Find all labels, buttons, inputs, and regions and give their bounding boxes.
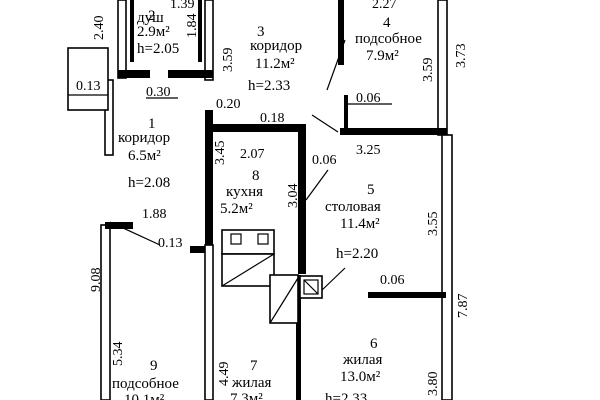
room2-area: 2.9м² [137, 24, 170, 40]
dim-373: 3.73 [454, 44, 469, 69]
room1-area: 6.5м² [128, 148, 161, 164]
dim-345: 3.45 [213, 141, 228, 166]
wall-room4-right [437, 0, 448, 136]
room2-height: h=2.05 [137, 41, 179, 57]
wall-shower-inner [130, 0, 134, 62]
dim-787: 7.87 [456, 294, 471, 319]
room6-number: 6 [370, 336, 378, 352]
dim-355: 3.55 [426, 212, 441, 237]
wall-shower-left [117, 0, 127, 79]
wall-shower-inner2 [198, 0, 202, 62]
window-left-upper [67, 47, 109, 111]
dim-207: 2.07 [240, 147, 265, 162]
dim-018: 0.18 [260, 111, 285, 126]
room4-number: 4 [383, 15, 391, 31]
room6-area: 13.0м² [340, 369, 381, 385]
wall-room7-left [204, 244, 214, 400]
dim-240: 2.40 [92, 16, 107, 41]
room7-number: 7 [250, 358, 258, 374]
wall-shower-bottom-right [168, 70, 213, 78]
door-swing-1 [326, 39, 346, 91]
dim-359a: 3.59 [221, 48, 236, 73]
room7-area: 7.3м² [230, 391, 263, 400]
wall-shower-right [204, 0, 214, 81]
wall-room6-top [368, 292, 446, 298]
room3-height: h=2.33 [248, 78, 290, 94]
room5-area: 11.4м² [340, 216, 380, 232]
room5-name: столовая [325, 199, 381, 215]
room5-number: 5 [367, 182, 375, 198]
wall-room7-right [296, 275, 301, 400]
dim-380: 3.80 [426, 372, 441, 397]
room9-number: 9 [150, 358, 158, 374]
wall-room4-bottom [340, 128, 447, 135]
dim-449: 4.49 [217, 362, 232, 387]
room6-height: h=2.33 [325, 391, 367, 400]
dim-184: 1.84 [185, 14, 200, 39]
dim-304: 3.04 [286, 184, 301, 209]
chimney [269, 274, 323, 324]
room4-area: 7.9м² [366, 48, 399, 64]
door-swing-2 [311, 114, 339, 133]
dim-139: 1.39 [170, 0, 195, 12]
dim-006a: 0.06 [356, 91, 381, 106]
dim-325: 3.25 [356, 143, 381, 158]
dimensions: 2.40 1.39 1.84 0.13 0.30 3.59 0.20 0.18 … [76, 0, 471, 396]
room7-name: жилая [231, 375, 272, 391]
door-swing-5 [319, 267, 346, 293]
room8-number: 8 [252, 168, 260, 184]
dim-030: 0.30 [146, 85, 171, 100]
room9-area: 10.1м² [124, 392, 165, 400]
dim-020: 0.20 [216, 97, 241, 112]
room3-area: 11.2м² [255, 56, 295, 72]
stove-burner-1 [230, 233, 242, 245]
dim-013a: 0.13 [76, 79, 101, 94]
wall-left-lower [100, 224, 111, 400]
room6-name: жилая [342, 352, 383, 368]
wall-kitchen-top [205, 124, 305, 132]
room1-height: h=2.08 [128, 175, 170, 191]
room4-name: подсобное [355, 31, 422, 47]
room8-area: 5.2м² [220, 201, 253, 217]
room2-number: 2 [148, 8, 156, 24]
door-swing-3 [109, 221, 161, 246]
vent-diag [303, 279, 319, 295]
wall-room9-top2 [190, 246, 210, 253]
dim-006c: 0.06 [380, 273, 405, 288]
dim-908: 9.08 [89, 268, 104, 293]
vent-inner [303, 279, 319, 295]
wall-right-outer [441, 134, 453, 400]
furnace-diag [221, 253, 275, 287]
dim-013b: 0.13 [158, 236, 183, 251]
stove-burner-2 [257, 233, 269, 245]
wall-shower-bottom-left [118, 70, 150, 78]
dim-188: 1.88 [142, 207, 167, 222]
wall-room4-left [338, 0, 344, 65]
room3-name: коридор [250, 38, 302, 54]
wall-corridor1-right [205, 110, 213, 250]
room5-height: h=2.20 [336, 246, 378, 262]
room9-name: подсобное [112, 376, 179, 392]
wall-left-upper [104, 79, 114, 156]
door-swing-4 [305, 169, 329, 201]
dim-006b: 0.06 [312, 153, 337, 168]
wall-room4-stub [344, 95, 348, 130]
dim-227: 2.27 [372, 0, 397, 12]
wall-kitchen-right [298, 124, 306, 274]
chimney-diag [269, 277, 299, 324]
room1-number: 1 [148, 116, 156, 132]
room3-number: 3 [257, 24, 265, 40]
dim-534: 5.34 [111, 342, 126, 367]
stove [221, 229, 275, 287]
room1-name: коридор [118, 130, 170, 146]
room8-name: кухня [226, 184, 263, 200]
dim-359b: 3.59 [421, 58, 436, 83]
walls [67, 0, 453, 400]
room2-name: душ [137, 10, 164, 26]
